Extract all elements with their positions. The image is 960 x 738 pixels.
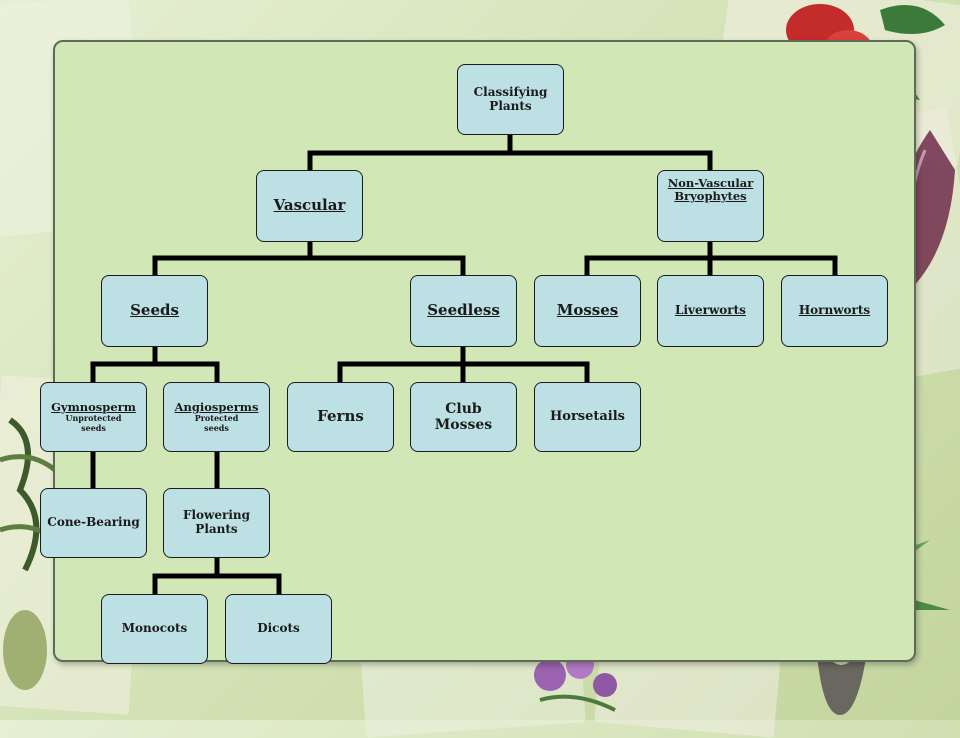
node-liverworts: Liverworts (657, 275, 764, 347)
node-classifying-plants: Classifying Plants (457, 64, 564, 135)
node-label: Seedless (427, 301, 500, 320)
node-mosses: Mosses (534, 275, 641, 347)
node-vascular: Vascular (256, 170, 363, 242)
node-label: Dicots (257, 621, 300, 636)
node-label: Non-Vascular Bryophytes (667, 176, 754, 204)
node-label: Club Mosses (434, 400, 493, 433)
node-sublabel: Protected seeds (194, 413, 239, 433)
node-label: Cone-Bearing (47, 515, 140, 530)
node-label: Liverworts (675, 303, 746, 318)
node-cone-bearing: Cone-Bearing (40, 488, 147, 558)
node-label: Seeds (130, 301, 179, 320)
node-label: Horsetails (549, 408, 626, 424)
node-club-mosses: Club Mosses (410, 382, 517, 452)
node-angiosperms: Angiosperms Protected seeds (163, 382, 270, 452)
node-label: Gymnosperm (51, 399, 136, 414)
node-label: Monocots (121, 621, 188, 636)
node-label: Angiosperms (174, 399, 259, 414)
node-seedless: Seedless (410, 275, 517, 347)
node-hornworts: Hornworts (781, 275, 888, 347)
node-monocots: Monocots (101, 594, 208, 664)
node-ferns: Ferns (287, 382, 394, 452)
node-label: Ferns (317, 407, 364, 426)
node-label: Mosses (556, 301, 619, 320)
node-non-vascular: Non-Vascular Bryophytes (657, 170, 764, 242)
node-seeds: Seeds (101, 275, 208, 347)
node-dicots: Dicots (225, 594, 332, 664)
node-label: Classifying Plants (473, 84, 548, 113)
node-label: Hornworts (798, 303, 871, 318)
node-label: Vascular (273, 196, 346, 215)
node-flowering-plants: Flowering Plants (163, 488, 270, 558)
node-gymnosperm: Gymnosperm Unprotected seeds (40, 382, 147, 452)
node-label: Flowering Plants (182, 508, 251, 536)
node-sublabel: Unprotected seeds (65, 413, 122, 433)
node-horsetails: Horsetails (534, 382, 641, 452)
